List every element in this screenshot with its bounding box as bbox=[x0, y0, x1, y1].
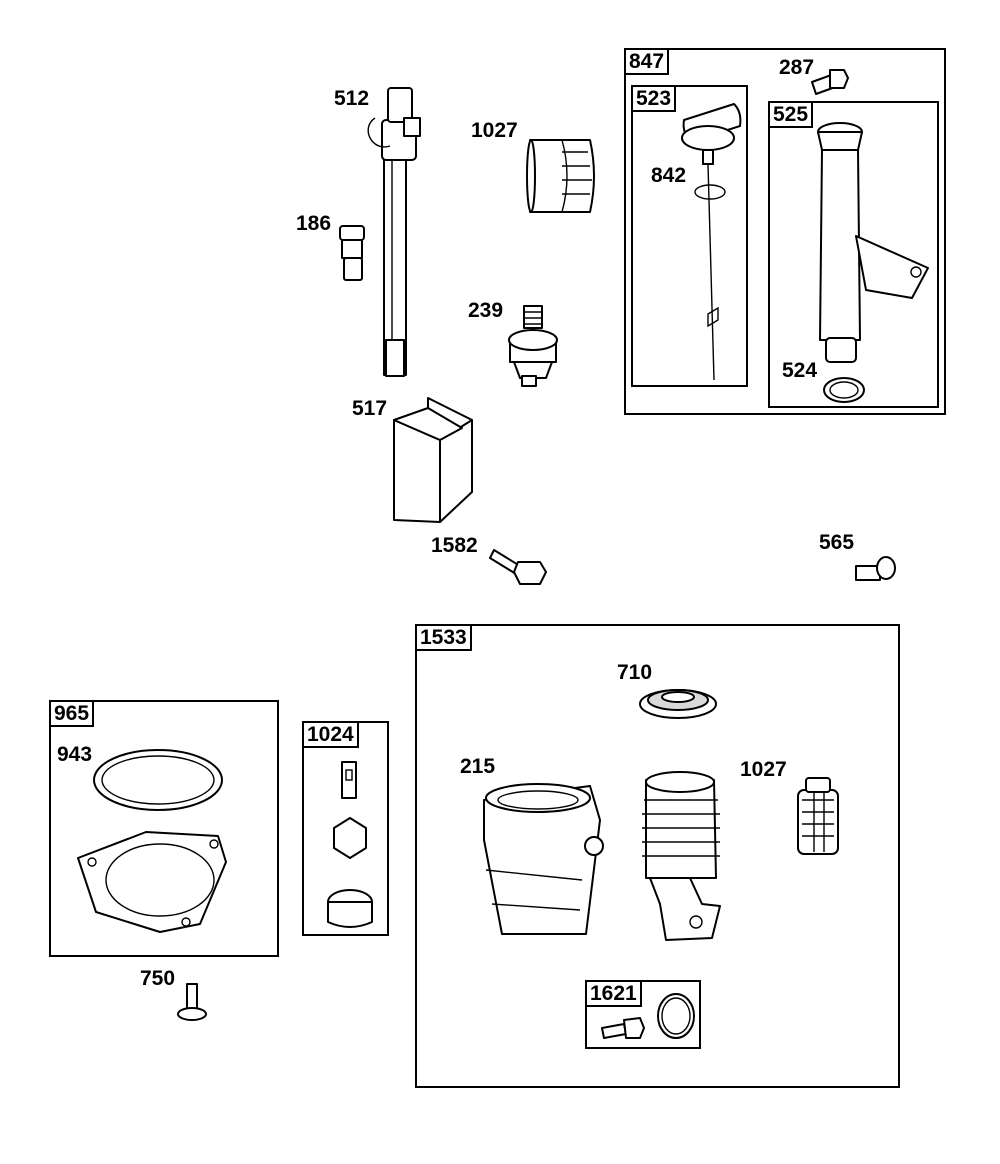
part-label-287: 287 bbox=[779, 56, 815, 79]
box-label-965: 965 bbox=[51, 702, 95, 727]
part-label-1582: 1582 bbox=[431, 534, 478, 557]
box-label-525: 525 bbox=[770, 103, 814, 128]
kit-box-523: 523 bbox=[631, 85, 748, 387]
housing-part bbox=[483, 783, 604, 935]
kit-box-1533: 1533 bbox=[415, 624, 900, 1088]
bolt-part-2 bbox=[855, 556, 896, 581]
filter-screen-part bbox=[797, 777, 839, 855]
bolt-part bbox=[489, 549, 547, 585]
kit-parts bbox=[601, 993, 695, 1039]
part-label-517: 517 bbox=[352, 397, 388, 420]
part-label-750: 750 bbox=[140, 967, 176, 990]
bracket-part bbox=[393, 397, 473, 523]
oil-filter-part bbox=[526, 139, 595, 213]
cylinder-part bbox=[642, 771, 721, 941]
filler-tube-part bbox=[817, 122, 929, 363]
part-label-842: 842 bbox=[651, 164, 687, 187]
seal-part bbox=[639, 689, 717, 719]
pump-parts bbox=[327, 761, 373, 928]
box-label-1533: 1533 bbox=[417, 626, 472, 651]
screw-part bbox=[811, 69, 849, 95]
part-label-524: 524 bbox=[782, 359, 818, 382]
box-label-523: 523 bbox=[633, 87, 677, 112]
box-label-1621: 1621 bbox=[587, 982, 642, 1007]
fitting-part bbox=[339, 225, 365, 281]
dipstick-tube-part bbox=[367, 87, 421, 377]
plate-part bbox=[77, 831, 227, 933]
part-label-943: 943 bbox=[57, 743, 93, 766]
kit-box-1024: 1024 bbox=[302, 721, 389, 936]
dipstick-part bbox=[681, 103, 742, 381]
screw-part-2 bbox=[177, 983, 207, 1021]
part-label-239: 239 bbox=[468, 299, 504, 322]
part-label-512: 512 bbox=[334, 87, 370, 110]
kit-box-525: 525 bbox=[768, 101, 939, 408]
kit-box-965: 965 bbox=[49, 700, 279, 957]
o-ring-part bbox=[823, 377, 865, 403]
box-label-847: 847 bbox=[626, 50, 670, 75]
part-label-186: 186 bbox=[296, 212, 332, 235]
part-label-215: 215 bbox=[460, 755, 496, 778]
part-label-1027-lower: 1027 bbox=[740, 758, 787, 781]
box-label-1024: 1024 bbox=[304, 723, 359, 748]
gasket-ring-part bbox=[93, 749, 223, 811]
part-label-710: 710 bbox=[617, 661, 653, 684]
part-label-1027-top: 1027 bbox=[471, 119, 518, 142]
kit-box-847: 847 bbox=[624, 48, 946, 415]
kit-box-1621: 1621 bbox=[585, 980, 701, 1049]
pressure-switch-part bbox=[508, 305, 558, 387]
part-label-565: 565 bbox=[819, 531, 855, 554]
